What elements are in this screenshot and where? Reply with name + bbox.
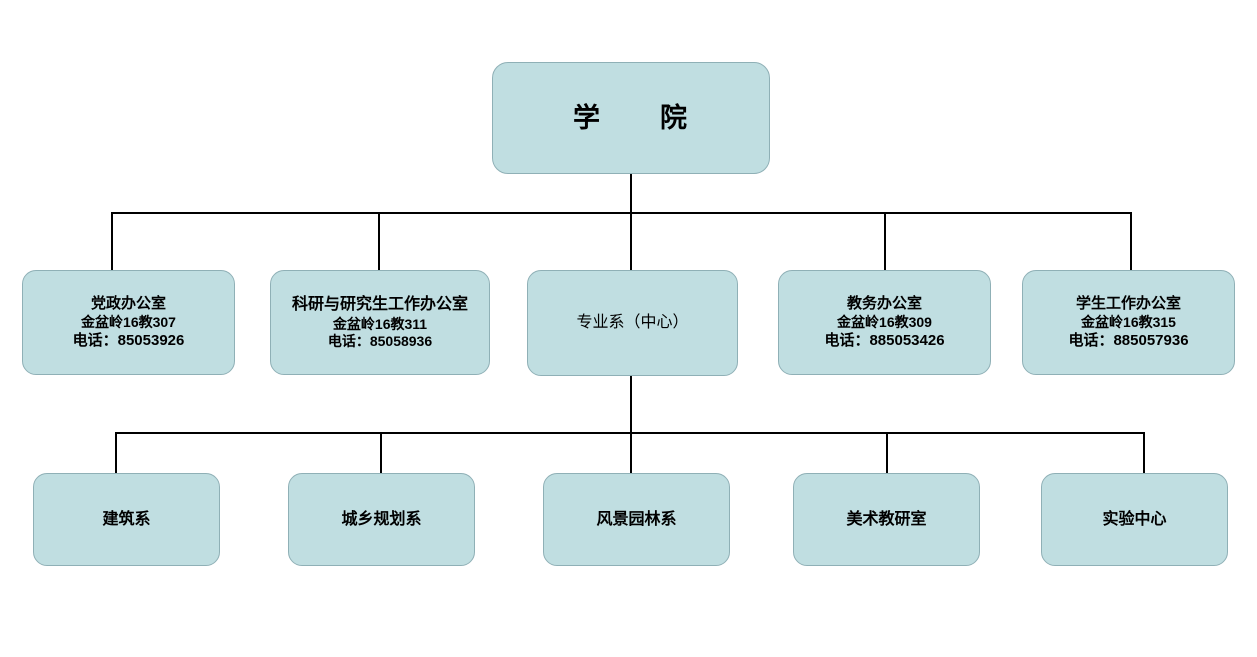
node-title: 风景园林系 bbox=[596, 510, 677, 528]
node-title: 专业系（中心） bbox=[576, 313, 689, 331]
node-dept-landscape-architecture[interactable]: 风景园林系 bbox=[543, 473, 730, 566]
node-address: 金盆岭16教311 bbox=[332, 315, 428, 332]
connector-drop-dept-4 bbox=[886, 432, 888, 473]
node-address: 金盆岭16教309 bbox=[837, 314, 932, 331]
connector-drop-dept-1 bbox=[115, 432, 117, 473]
node-office-student-affairs[interactable]: 学生工作办公室 金盆岭16教315 电话：885057936 bbox=[1022, 270, 1235, 375]
node-office-party-admin[interactable]: 党政办公室 金盆岭16教307 电话：85053926 bbox=[22, 270, 235, 375]
node-title: 实验中心 bbox=[1102, 510, 1167, 528]
node-title: 建筑系 bbox=[102, 510, 151, 528]
connector-root-stem bbox=[630, 174, 632, 213]
node-dept-experiment-center[interactable]: 实验中心 bbox=[1041, 473, 1228, 566]
node-dept-architecture[interactable]: 建筑系 bbox=[33, 473, 220, 566]
node-title: 科研与研究生工作办公室 bbox=[291, 296, 468, 314]
node-phone: 电话：85053926 bbox=[72, 331, 185, 349]
node-title: 学生工作办公室 bbox=[1075, 295, 1181, 313]
connector-drop-office-2 bbox=[378, 212, 380, 270]
node-address: 金盆岭16教307 bbox=[81, 314, 176, 331]
node-college-root[interactable]: 学 院 bbox=[492, 62, 770, 174]
node-title: 党政办公室 bbox=[90, 295, 166, 313]
node-title: 城乡规划系 bbox=[341, 510, 422, 528]
node-title: 教务办公室 bbox=[846, 295, 922, 313]
connector-drop-office-3 bbox=[630, 212, 632, 270]
node-office-academic-affairs[interactable]: 教务办公室 金盆岭16教309 电话：885053426 bbox=[778, 270, 991, 375]
node-phone: 电话：85058936 bbox=[327, 332, 433, 349]
connector-drop-dept-2 bbox=[380, 432, 382, 473]
node-major-department-center[interactable]: 专业系（中心） bbox=[527, 270, 738, 376]
node-dept-fine-arts-teaching[interactable]: 美术教研室 bbox=[793, 473, 980, 566]
node-title: 学 院 bbox=[573, 102, 689, 133]
node-office-research-graduate[interactable]: 科研与研究生工作办公室 金盆岭16教311 电话：85058936 bbox=[270, 270, 490, 375]
connector-drop-office-4 bbox=[884, 212, 886, 270]
connector-drop-office-1 bbox=[111, 212, 113, 270]
connector-drop-dept-3 bbox=[630, 432, 632, 473]
connector-drop-office-5 bbox=[1130, 212, 1132, 270]
node-phone: 电话：885053426 bbox=[824, 331, 945, 349]
node-dept-urban-rural-planning[interactable]: 城乡规划系 bbox=[288, 473, 475, 566]
node-phone: 电话：885057936 bbox=[1068, 331, 1189, 349]
node-title: 美术教研室 bbox=[846, 510, 927, 528]
connector-level2-trunk bbox=[111, 212, 1132, 214]
node-address: 金盆岭16教315 bbox=[1081, 314, 1176, 331]
connector-major-stem bbox=[630, 376, 632, 433]
connector-drop-dept-5 bbox=[1143, 432, 1145, 473]
